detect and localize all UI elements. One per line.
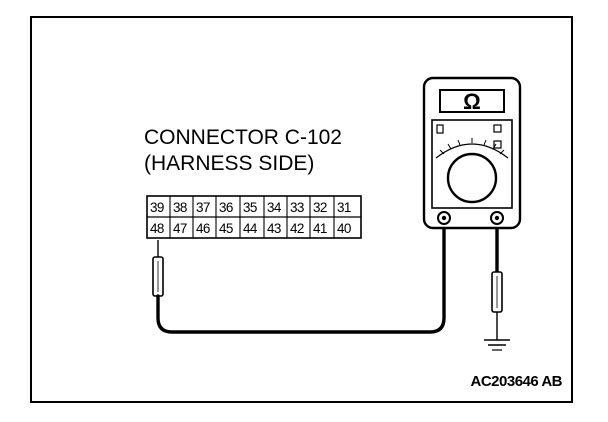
pin-label: 41 bbox=[313, 221, 327, 236]
range-switch-icon bbox=[436, 124, 444, 134]
pin-label: 37 bbox=[196, 200, 210, 215]
multimeter: Ω bbox=[422, 76, 522, 230]
pin-label: 45 bbox=[219, 221, 233, 236]
ohm-symbol-icon: Ω bbox=[463, 89, 481, 114]
selector-dial-icon bbox=[446, 152, 498, 204]
pin-label: 43 bbox=[267, 221, 281, 236]
connector-title: CONNECTOR C-102 bbox=[144, 126, 342, 149]
left-test-probe bbox=[152, 240, 164, 297]
pin-label: 42 bbox=[290, 221, 304, 236]
pin-label: 48 bbox=[150, 221, 164, 236]
left-probe-lead-wire bbox=[156, 220, 446, 334]
pin-label: 44 bbox=[243, 221, 258, 236]
pin-label: 35 bbox=[243, 200, 257, 215]
pin-label: 39 bbox=[150, 200, 164, 215]
figure-frame bbox=[30, 16, 573, 403]
connector-pin-grid: 39 38 37 36 35 34 33 32 31 48 47 46 45 4… bbox=[146, 195, 362, 239]
multimeter-display bbox=[439, 89, 505, 113]
connector-subtitle: (HARNESS SIDE) bbox=[144, 152, 314, 175]
dial-ticks-icon bbox=[439, 138, 505, 155]
figure-code: AC203646 AB bbox=[471, 373, 563, 390]
pin-label: 36 bbox=[219, 200, 233, 215]
pin-label: 47 bbox=[173, 221, 187, 236]
ground-symbol-icon bbox=[484, 339, 510, 351]
pin-label: 40 bbox=[337, 221, 351, 236]
pins-top-row: 39 38 37 36 35 34 33 32 31 bbox=[150, 200, 352, 215]
pin-label: 33 bbox=[290, 200, 304, 215]
pin-label: 31 bbox=[337, 200, 351, 215]
pin-label: 46 bbox=[196, 221, 210, 236]
pin-label: 34 bbox=[267, 200, 282, 215]
range-switch-icon bbox=[493, 124, 502, 133]
pins-bottom-row: 48 47 46 45 44 43 42 41 40 bbox=[150, 221, 352, 236]
right-test-probe bbox=[491, 271, 503, 340]
range-switch-icon bbox=[493, 140, 502, 149]
pin-label: 38 bbox=[173, 200, 187, 215]
pin-label: 32 bbox=[313, 200, 327, 215]
